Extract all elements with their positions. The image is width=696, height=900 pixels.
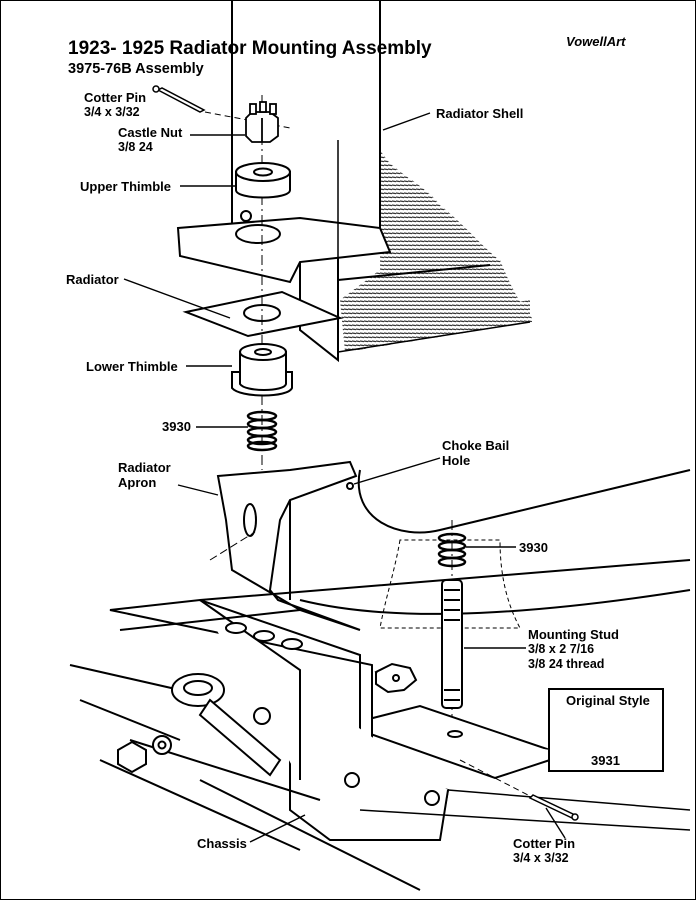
- radiator-shell: [176, 0, 392, 363]
- label-mounting-stud-name: Mounting Stud: [528, 627, 619, 642]
- label-castle-nut-spec: 3/8 24: [118, 140, 153, 154]
- label-upper-thimble: Upper Thimble: [80, 179, 172, 194]
- label-cotter-pin-top-name: Cotter Pin: [84, 90, 147, 105]
- label-choke-bail-hole: Choke Bail Hole: [442, 438, 509, 468]
- shackle-part: [117, 673, 282, 777]
- mounting-stud-part: [441, 579, 463, 709]
- label-cotter-pin-top: Cotter Pin 3/4 x 3/32: [84, 90, 146, 120]
- label-3931: 3931: [591, 753, 620, 768]
- diagram-subtitle: 3975-76B Assembly: [68, 61, 204, 77]
- label-cotter-pin-bottom-name: Cotter Pin: [513, 836, 576, 851]
- label-radiator-apron: Radiator Apron: [118, 460, 171, 490]
- label-radiator-apron-line1: Radiator: [118, 460, 171, 475]
- label-mounting-stud-spec2: 3/8 24 thread: [528, 657, 605, 671]
- label-radiator-apron-line2: Apron: [118, 475, 157, 490]
- label-original-style: Original Style: [566, 693, 650, 708]
- label-3930-right: 3930: [519, 540, 548, 555]
- cotter-pin-top-part: [152, 85, 206, 113]
- label-castle-nut: Castle Nut 3/8 24: [118, 125, 182, 155]
- diagram-title: 1923- 1925 Radiator Mounting Assembly: [68, 38, 432, 59]
- label-mounting-stud-spec1: 3/8 x 2 7/16: [528, 642, 595, 656]
- label-radiator-shell: Radiator Shell: [436, 106, 524, 121]
- castle-nut-part: [245, 101, 279, 143]
- label-radiator: Radiator: [66, 272, 119, 287]
- label-choke-bail-line1: Choke Bail: [442, 438, 510, 453]
- label-choke-bail-line2: Hole: [442, 453, 471, 468]
- upper-thimble-part: [235, 162, 291, 199]
- artist-credit: VowellArt: [566, 34, 626, 49]
- label-cotter-pin-bottom-spec: 3/4 x 3/32: [513, 851, 569, 865]
- radiator-apron-part: [216, 460, 691, 631]
- original-style-inset: [548, 688, 664, 772]
- label-cotter-pin-top-spec: 3/4 x 3/32: [84, 105, 140, 119]
- bolt-part: [374, 662, 418, 694]
- spring-3930-left-part: [246, 410, 278, 452]
- label-3930-left: 3930: [162, 419, 191, 434]
- chassis-part: [109, 598, 450, 841]
- radiator-core: [340, 150, 532, 352]
- label-castle-nut-name: Castle Nut: [118, 125, 183, 140]
- lower-thimble-part: [231, 343, 293, 397]
- label-chassis: Chassis: [197, 836, 247, 851]
- leader-lines: [123, 112, 566, 843]
- cotter-pin-bottom-part: [528, 794, 579, 821]
- label-cotter-pin-bottom: Cotter Pin 3/4 x 3/32: [513, 836, 575, 866]
- label-mounting-stud: Mounting Stud 3/8 x 2 7/16 3/8 24 thread: [528, 627, 619, 672]
- label-lower-thimble: Lower Thimble: [86, 359, 178, 374]
